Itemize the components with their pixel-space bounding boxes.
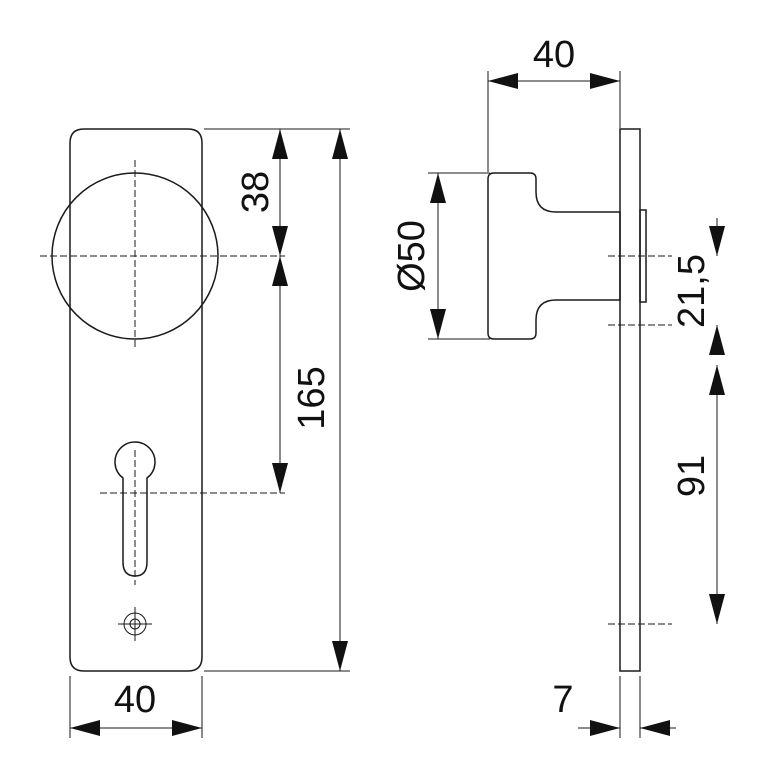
side-depth-label: 40 bbox=[533, 34, 575, 76]
dimension-front-width: 40 bbox=[69, 676, 203, 738]
plate-thickness-label: 7 bbox=[552, 679, 573, 721]
knob-to-keyhole-label: 38 bbox=[235, 171, 277, 213]
dimension-knob-to-keyhole-lower bbox=[272, 256, 288, 493]
dimension-plate-height: 165 bbox=[204, 129, 350, 672]
dimension-plate-thickness: 7 bbox=[552, 676, 676, 738]
front-view bbox=[40, 128, 285, 672]
knob-side-profile bbox=[487, 172, 621, 340]
lower-distance-label: 91 bbox=[671, 455, 713, 497]
dimension-knob-to-keyhole: 38 bbox=[204, 128, 350, 256]
spindle-offset-label: 21,5 bbox=[671, 254, 713, 328]
dimension-lower-distance: 91 bbox=[671, 365, 725, 624]
escutcheon-plate bbox=[69, 128, 203, 672]
knob-diameter-label: Ø50 bbox=[391, 220, 433, 292]
plate-side-profile bbox=[619, 128, 641, 672]
dimension-side-depth: 40 bbox=[487, 34, 621, 172]
plate-height-label: 165 bbox=[291, 366, 333, 429]
front-width-label: 40 bbox=[114, 679, 156, 721]
dimension-spindle-offset: 21,5 bbox=[671, 218, 725, 355]
dimension-knob-diameter: Ø50 bbox=[391, 172, 490, 340]
keyhole-cutout bbox=[114, 441, 156, 577]
side-view bbox=[487, 128, 672, 672]
